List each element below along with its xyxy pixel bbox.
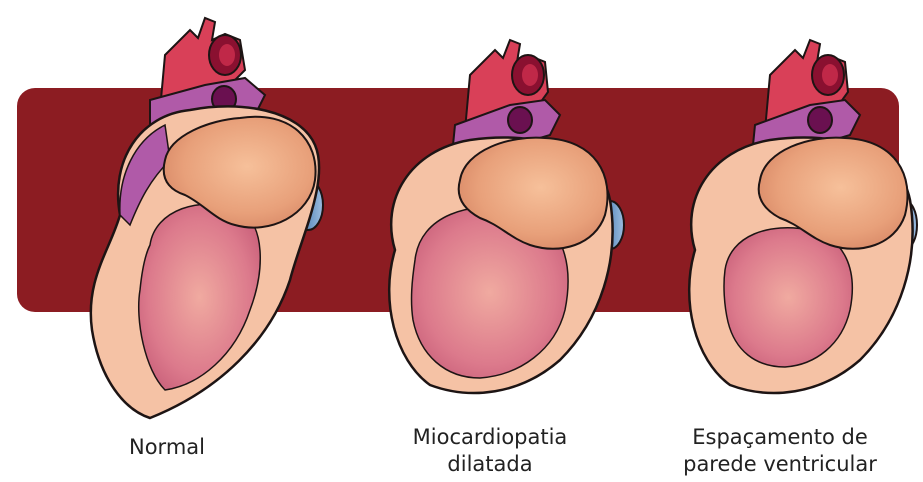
- label-normal-line-1: Normal: [92, 434, 242, 461]
- heart-normal: [91, 18, 323, 418]
- label-ventricular-wall-thickening: Espaçamento de parede ventricular: [655, 424, 905, 478]
- pulmonary-lumen: [808, 107, 832, 133]
- label-dilated-cardiomyopathy: Miocardiopatia dilatada: [370, 424, 610, 478]
- pulmonary-lumen: [508, 107, 532, 133]
- label-normal: Normal: [92, 434, 242, 461]
- label-thick-line-2: parede ventricular: [655, 451, 905, 478]
- label-thick-line-1: Espaçamento de: [655, 424, 905, 451]
- ventricle-cavity: [139, 204, 261, 390]
- label-dilated-line-2: dilatada: [370, 451, 610, 478]
- label-dilated-line-1: Miocardiopatia: [370, 424, 610, 451]
